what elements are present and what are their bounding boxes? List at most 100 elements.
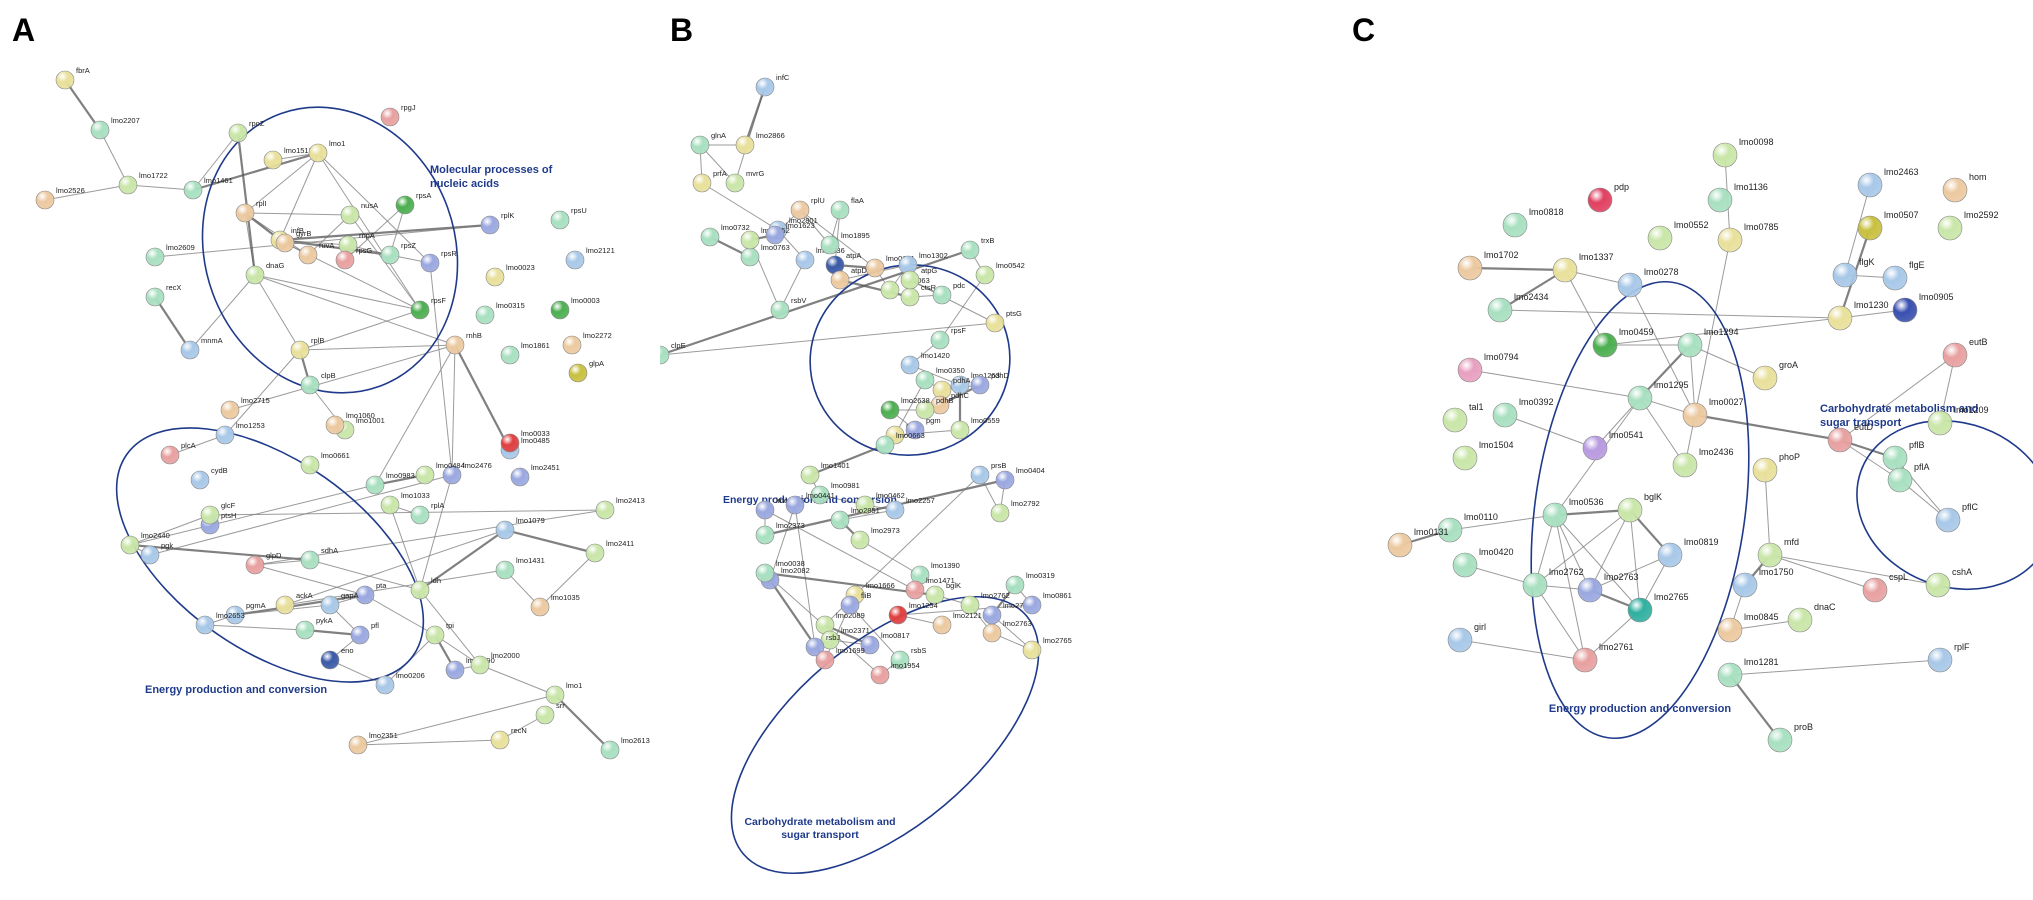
node-sphere[interactable] xyxy=(900,355,920,375)
node-sphere[interactable] xyxy=(1577,577,1603,603)
node-sphere[interactable] xyxy=(1892,297,1918,323)
network-node[interactable]: eutB xyxy=(1942,337,1988,368)
network-node[interactable]: lmo0541 xyxy=(1582,430,1644,461)
node-sphere[interactable] xyxy=(870,665,890,685)
node-sphere[interactable] xyxy=(888,605,908,625)
network-node[interactable]: rplA xyxy=(410,501,444,525)
network-node[interactable]: pykA xyxy=(295,616,333,640)
network-node[interactable]: rplB xyxy=(290,336,324,360)
network-node[interactable]: lmo0278 xyxy=(1617,267,1679,298)
node-sphere[interactable] xyxy=(1672,452,1698,478)
network-node[interactable]: lmo2373 xyxy=(755,521,805,545)
network-node[interactable]: bglK xyxy=(1617,492,1662,523)
network-node[interactable]: prfA xyxy=(692,169,727,193)
network-node[interactable]: rnpA xyxy=(338,231,375,255)
network-node[interactable]: girl xyxy=(1447,622,1486,653)
network-node[interactable]: lmo2272 xyxy=(562,331,612,355)
network-node[interactable]: lmo1033 xyxy=(380,491,430,515)
network-node[interactable]: lmo0732 xyxy=(700,223,750,247)
node-sphere[interactable] xyxy=(1787,607,1813,633)
network-node[interactable]: lmo0459 xyxy=(1592,327,1654,358)
node-sphere[interactable] xyxy=(550,210,570,230)
node-sphere[interactable] xyxy=(1447,627,1473,653)
node-sphere[interactable] xyxy=(1487,297,1513,323)
network-node[interactable]: lmo0319 xyxy=(1005,571,1055,595)
network-node[interactable]: clpB xyxy=(300,371,336,395)
node-sphere[interactable] xyxy=(275,595,295,615)
network-node[interactable]: rsbS xyxy=(890,646,926,670)
node-sphere[interactable] xyxy=(275,233,295,253)
network-node[interactable]: lmo0131 xyxy=(1387,527,1449,558)
node-sphere[interactable] xyxy=(300,375,320,395)
network-node[interactable]: lmo0763 xyxy=(740,243,790,267)
network-node[interactable]: lmo2761 xyxy=(982,601,1032,625)
node-sphere[interactable] xyxy=(300,550,320,570)
node-sphere[interactable] xyxy=(1457,255,1483,281)
network-node[interactable]: glnA xyxy=(690,131,726,155)
network-node[interactable]: lmo0110 xyxy=(1437,512,1498,543)
node-sphere[interactable] xyxy=(970,465,990,485)
node-sphere[interactable] xyxy=(490,730,510,750)
node-sphere[interactable] xyxy=(1942,177,1968,203)
node-sphere[interactable] xyxy=(160,445,180,465)
node-sphere[interactable] xyxy=(1647,225,1673,251)
network-node[interactable]: lmo1699 xyxy=(815,646,865,670)
network-node[interactable]: srr xyxy=(535,701,565,725)
node-sphere[interactable] xyxy=(1717,662,1743,688)
network-node[interactable]: lmo0023 xyxy=(485,263,535,287)
node-sphere[interactable] xyxy=(860,635,880,655)
node-sphere[interactable] xyxy=(995,470,1015,490)
network-node[interactable]: lmo1 xyxy=(308,139,345,163)
node-sphere[interactable] xyxy=(415,465,435,485)
network-node[interactable]: lmo1281 xyxy=(1717,657,1779,688)
node-sphere[interactable] xyxy=(550,300,570,320)
network-node[interactable]: rpsF xyxy=(930,326,966,350)
node-sphere[interactable] xyxy=(950,420,970,440)
node-sphere[interactable] xyxy=(380,495,400,515)
node-sphere[interactable] xyxy=(800,465,820,485)
node-sphere[interactable] xyxy=(1712,142,1738,168)
network-node[interactable]: pgm xyxy=(905,416,941,440)
network-node[interactable]: lmo2761 xyxy=(1572,642,1634,673)
network-node[interactable]: lmo0027 xyxy=(1682,397,1744,428)
network-node[interactable]: bglK xyxy=(925,581,961,605)
node-sphere[interactable] xyxy=(475,305,495,325)
network-node[interactable]: lmo0861 xyxy=(1022,591,1072,615)
network-node[interactable]: lmo0484 xyxy=(415,461,465,485)
node-sphere[interactable] xyxy=(915,400,935,420)
network-node[interactable]: lmo1295 xyxy=(1627,380,1689,411)
network-node[interactable]: dnaC xyxy=(1787,602,1836,633)
node-sphere[interactable] xyxy=(990,503,1010,523)
node-sphere[interactable] xyxy=(375,675,395,695)
network-node[interactable]: lmo0794 xyxy=(1457,352,1519,383)
node-sphere[interactable] xyxy=(960,595,980,615)
node-sphere[interactable] xyxy=(805,637,825,657)
network-node[interactable]: lmo2000 xyxy=(470,651,520,675)
node-sphere[interactable] xyxy=(263,150,283,170)
network-node[interactable]: lmo2851 xyxy=(830,506,880,530)
node-sphere[interactable] xyxy=(300,455,320,475)
node-sphere[interactable] xyxy=(735,135,755,155)
network-node[interactable]: glpD xyxy=(245,551,282,575)
network-node[interactable]: lmo2792 xyxy=(990,499,1040,523)
node-sphere[interactable] xyxy=(970,375,990,395)
node-sphere[interactable] xyxy=(1522,572,1548,598)
network-node[interactable]: pgk xyxy=(140,541,173,565)
node-sphere[interactable] xyxy=(740,230,760,250)
network-node[interactable]: glpA xyxy=(568,359,604,383)
node-sphere[interactable] xyxy=(1757,542,1783,568)
node-sphere[interactable] xyxy=(600,740,620,760)
node-sphere[interactable] xyxy=(1717,617,1743,643)
node-sphere[interactable] xyxy=(235,203,255,223)
node-sphere[interactable] xyxy=(1925,572,1951,598)
network-node[interactable]: pflC xyxy=(1935,502,1979,533)
node-sphere[interactable] xyxy=(840,595,860,615)
node-sphere[interactable] xyxy=(365,475,385,495)
network-node[interactable]: lmo1623 xyxy=(765,221,815,245)
network-node[interactable]: gapA xyxy=(320,591,359,615)
network-node[interactable]: mvrG xyxy=(725,169,764,193)
node-sphere[interactable] xyxy=(1627,597,1653,623)
network-node[interactable]: lmo0206 xyxy=(375,671,425,695)
node-sphere[interactable] xyxy=(950,375,970,395)
node-sphere[interactable] xyxy=(420,253,440,273)
